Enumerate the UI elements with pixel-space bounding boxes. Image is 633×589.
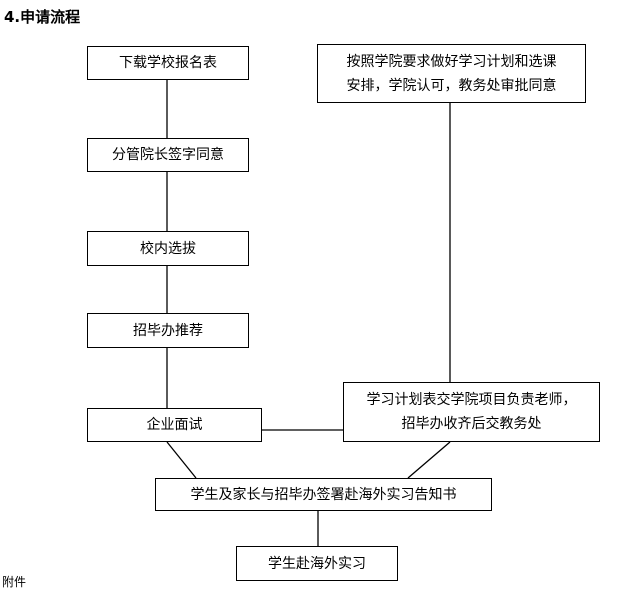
step-internal-selection: 校内选拔 [87, 231, 249, 266]
step-sign-notice: 学生及家长与招毕办签署赴海外实习告知书 [155, 478, 492, 511]
step-submit-plan-line2: 招毕办收齐后交教务处 [401, 416, 542, 432]
connector-interview-to-notice [166, 441, 197, 479]
step-study-plan-line2: 安排，学院认可，教务处审批同意 [346, 77, 557, 94]
section-heading: 4.申请流程 [4, 8, 81, 26]
step-company-interview: 企业面试 [87, 408, 262, 442]
step-submit-plan: 学习计划表交学院项目负责老师， 招毕办收齐后交教务处 [343, 382, 600, 442]
step-employment-office-recommend: 招毕办推荐 [87, 313, 249, 348]
step-overseas-internship: 学生赴海外实习 [236, 546, 398, 581]
step-dean-sign: 分管院长签字同意 [87, 138, 249, 172]
step-download-form-label: 下载学校报名表 [119, 55, 217, 71]
step-submit-plan-line1: 学习计划表交学院项目负责老师， [366, 392, 577, 408]
step-study-plan-line1: 按照学院要求做好学习计划和选课 [346, 53, 557, 70]
step-employment-office-recommend-label: 招毕办推荐 [133, 322, 203, 339]
attachment-label: 附件 [2, 575, 27, 589]
step-download-form: 下载学校报名表 [87, 46, 249, 80]
step-dean-sign-label: 分管院长签字同意 [112, 147, 224, 163]
step-internal-selection-label: 校内选拔 [140, 240, 196, 257]
step-sign-notice-label: 学生及家长与招毕办签署赴海外实习告知书 [190, 486, 457, 503]
connector-submit-to-notice [407, 441, 451, 479]
step-study-plan: 按照学院要求做好学习计划和选课 安排，学院认可，教务处审批同意 [317, 44, 586, 103]
step-company-interview-label: 企业面试 [146, 417, 203, 433]
step-overseas-internship-label: 学生赴海外实习 [268, 555, 366, 572]
